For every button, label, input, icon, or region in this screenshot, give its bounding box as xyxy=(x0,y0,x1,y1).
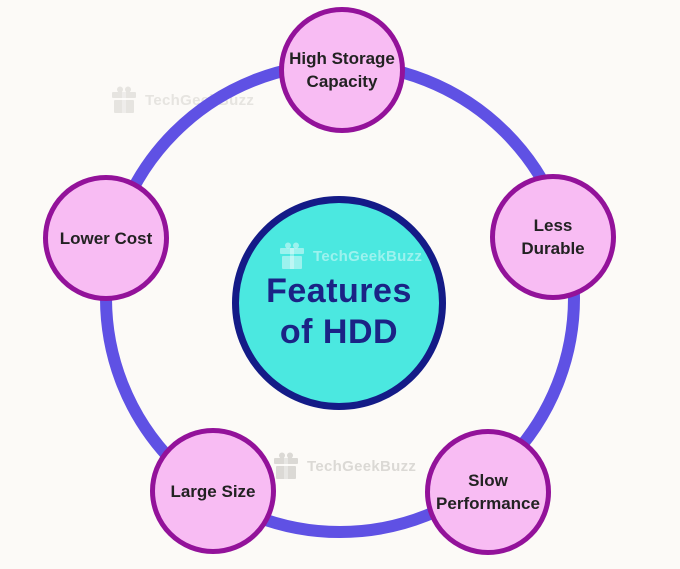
node-label-line: Capacity xyxy=(306,72,378,91)
node-label-line: Less xyxy=(533,216,573,235)
node-label: High Storage Capacity xyxy=(289,47,395,93)
node-label: Slow Performance xyxy=(436,469,540,515)
center-node-features-of-hdd: Features of HDD xyxy=(232,196,446,410)
node-label: Large Size xyxy=(170,480,255,503)
node-label-line: High Storage xyxy=(289,49,395,68)
node-lower-cost: Lower Cost xyxy=(43,175,169,301)
node-label-line: Large Size xyxy=(170,481,256,501)
node-label-line: Slow xyxy=(468,471,508,490)
node-label: Lower Cost xyxy=(60,227,153,250)
gift-icon xyxy=(112,86,136,114)
node-label-line: Performance xyxy=(436,494,540,513)
center-node-label: Features of HDD xyxy=(266,271,412,353)
node-label-line: Durable xyxy=(521,239,585,258)
node-slow-performance: Slow Performance xyxy=(425,429,551,555)
node-high-storage-capacity: High Storage Capacity xyxy=(279,7,405,133)
center-label-line-1: Features xyxy=(266,272,412,310)
node-label-line: Lower Cost xyxy=(59,228,153,248)
node-less-durable: Less Durable xyxy=(490,174,616,300)
center-label-line-2: of HDD xyxy=(279,313,399,351)
node-label: Less Durable xyxy=(521,214,584,260)
node-large-size: Large Size xyxy=(150,428,276,554)
